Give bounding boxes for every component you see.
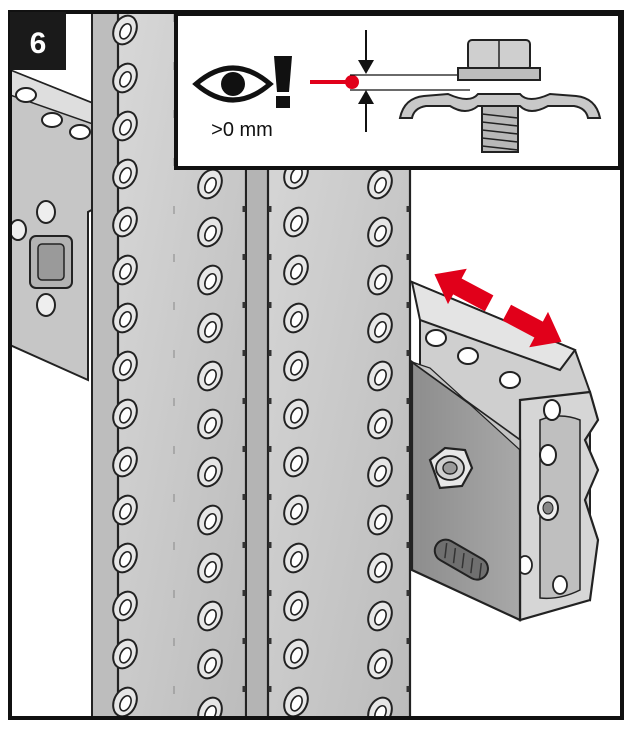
perforation-hole-inner bbox=[119, 262, 132, 280]
perforation-hole-inner bbox=[374, 320, 387, 338]
perforation-hole-inner bbox=[374, 608, 387, 626]
perforation-hole-inner bbox=[204, 224, 217, 242]
perforation-hole-inner bbox=[374, 560, 387, 578]
perforation-hole-inner bbox=[119, 214, 132, 232]
perforation-hole-inner bbox=[204, 512, 217, 530]
perforation-hole-inner bbox=[119, 70, 132, 88]
perforation-hole-inner bbox=[119, 598, 132, 616]
perforation-hole-inner bbox=[204, 320, 217, 338]
upright-column bbox=[91, 12, 412, 718]
rear-beam-left bbox=[10, 68, 111, 382]
perforation-hole-inner bbox=[119, 694, 132, 712]
clearance-pointer bbox=[310, 75, 359, 89]
perforation-hole-inner bbox=[374, 512, 387, 530]
perforation-hole-inner bbox=[119, 310, 132, 328]
perforation-hole-inner bbox=[204, 560, 217, 578]
perforation-hole-inner bbox=[290, 646, 303, 664]
perforation-hole-inner bbox=[290, 214, 303, 232]
gap-dimension-arrows bbox=[350, 30, 470, 132]
perforation-hole-inner bbox=[290, 454, 303, 472]
perforation-hole-inner bbox=[119, 646, 132, 664]
perforation-hole-inner bbox=[119, 166, 132, 184]
perforation-hole-inner bbox=[119, 406, 132, 424]
perforation-hole-inner bbox=[119, 502, 132, 520]
perforation-hole-inner bbox=[290, 406, 303, 424]
perforation-hole-inner bbox=[204, 656, 217, 674]
perforation-hole-inner bbox=[374, 368, 387, 386]
connector-plate bbox=[410, 359, 522, 622]
perforation-hole-inner bbox=[119, 550, 132, 568]
perforation-hole-inner bbox=[204, 272, 217, 290]
eye-icon bbox=[192, 65, 274, 103]
hex-bolt bbox=[428, 446, 474, 490]
perforation-hole-inner bbox=[374, 656, 387, 674]
perforation-hole-inner bbox=[290, 550, 303, 568]
step-number-badge bbox=[10, 12, 66, 70]
perforation-hole-inner bbox=[290, 310, 303, 328]
step-number: 6 bbox=[30, 27, 47, 60]
perforation-hole-inner bbox=[119, 454, 132, 472]
perforation-hole-inner bbox=[119, 22, 132, 40]
clearance-label: >0 mm bbox=[211, 119, 273, 141]
perforation-hole-inner bbox=[204, 464, 217, 482]
perforation-hole-inner bbox=[290, 262, 303, 280]
perforation-hole-inner bbox=[290, 694, 303, 712]
perforation-hole-inner bbox=[374, 176, 387, 194]
bolt-cross-section bbox=[398, 39, 602, 153]
slide-direction-arrow bbox=[434, 268, 562, 348]
perforation-hole-inner bbox=[374, 416, 387, 434]
perforation-hole-inner bbox=[290, 598, 303, 616]
perforation-hole-inner bbox=[374, 272, 387, 290]
perforation-hole-inner bbox=[290, 358, 303, 376]
perforation-hole-inner bbox=[204, 176, 217, 194]
exclamation-icon bbox=[274, 56, 292, 108]
perforation-hole-inner bbox=[290, 502, 303, 520]
perforation-hole-inner bbox=[204, 608, 217, 626]
clearance-detail-inset bbox=[174, 12, 622, 170]
perforation-hole-inner bbox=[374, 464, 387, 482]
perforation-hole-inner bbox=[119, 118, 132, 136]
perforation-hole-inner bbox=[204, 416, 217, 434]
perforation-hole-inner bbox=[119, 358, 132, 376]
perforation-hole-inner bbox=[374, 224, 387, 242]
perforation-hole-inner bbox=[204, 368, 217, 386]
